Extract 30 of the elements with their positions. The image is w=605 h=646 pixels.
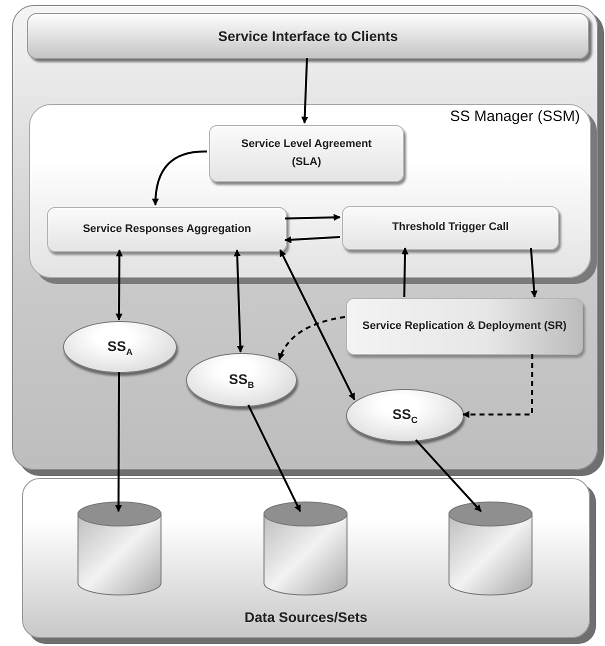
- panel-title: Data Sources/Sets: [244, 609, 368, 625]
- process-box: [346, 298, 583, 355]
- arrow: [279, 249, 356, 400]
- arrow: [278, 316, 346, 360]
- box-label: Threshold Trigger Call: [392, 220, 509, 236]
- service-ellipse: [346, 389, 464, 442]
- arrow: [247, 404, 302, 512]
- box-label: Service Responses Aggregation: [82, 222, 252, 237]
- process-box: [342, 206, 559, 250]
- panel-title: SS Manager (SSM): [450, 108, 580, 125]
- bar-label: Service Interface to Clients: [218, 28, 398, 44]
- arrow: [402, 247, 408, 298]
- arrow: [415, 439, 482, 512]
- ellipse-label: SS$_{A}$: [107, 338, 133, 356]
- box-label: Service Level Agreement (SLA): [240, 136, 373, 170]
- process-box: [209, 125, 404, 182]
- arrow: [462, 354, 534, 418]
- arrow: [284, 214, 341, 221]
- box-label: Service Replication & Deployment (SR): [362, 318, 567, 334]
- arrow: [116, 249, 123, 321]
- ellipse-label: SS$_{C}$: [392, 406, 418, 425]
- process-box: [47, 207, 287, 252]
- ellipse-label: SS$_{B}$: [228, 370, 254, 390]
- arrow: [530, 248, 538, 298]
- arrow: [301, 58, 308, 124]
- arrow: [115, 372, 122, 512]
- arrow: [284, 236, 340, 244]
- interface-bar: [27, 13, 589, 59]
- arrow: [234, 249, 244, 353]
- arrow: [152, 150, 208, 206]
